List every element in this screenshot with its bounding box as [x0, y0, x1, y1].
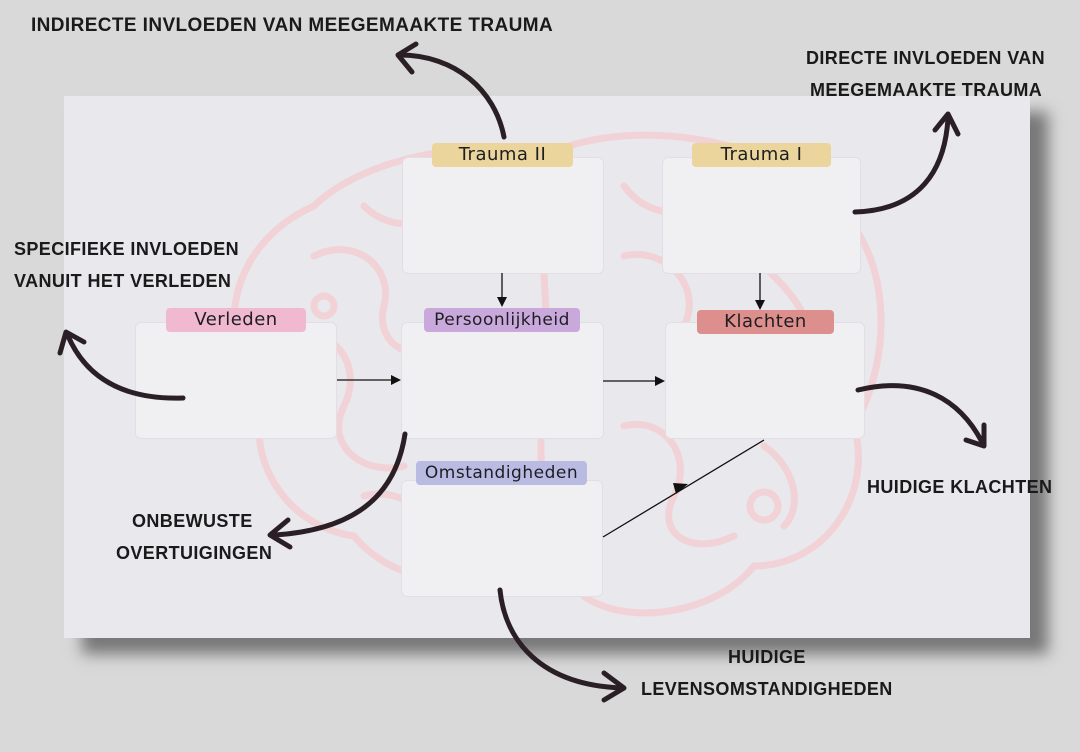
- indirect-arrowhead-icon: [395, 41, 419, 75]
- onbewust-curved-arrow: [272, 431, 408, 538]
- leven-arrowhead-icon: [601, 670, 627, 703]
- specifiek-arrowhead-icon: [57, 329, 87, 356]
- onbewust-arrowhead-icon: [267, 517, 293, 550]
- omstandigheden-to-klachten-arrowhead: [673, 483, 688, 494]
- onbewust-note-line2: OVERTUIGINGEN: [116, 543, 273, 563]
- omstandigheden-label: Omstandigheden: [416, 461, 587, 485]
- klachten-label: Klachten: [697, 310, 834, 334]
- specifiek-note-line1: SPECIFIEKE INVLOEDEN: [14, 239, 240, 259]
- klachten-box: [665, 322, 865, 439]
- direct-curved-arrow: [852, 115, 951, 215]
- omstandigheden-to-klachten-line: [602, 439, 765, 538]
- trauma2-label: Trauma II: [432, 143, 573, 167]
- specifiek-curved-arrow: [65, 333, 186, 401]
- leven-note-line1: HUIDIGE: [728, 647, 806, 667]
- indirect-curved-arrow: [397, 52, 507, 140]
- onbewust-note-line1: ONBEWUSTE: [132, 511, 253, 531]
- klachten-arrowhead-icon: [963, 422, 987, 449]
- leven-curved-arrow: [497, 587, 625, 691]
- verleden-label: Verleden: [166, 308, 306, 332]
- specifiek-note-line2: VANUIT HET VERLEDEN: [14, 271, 232, 291]
- klachten-curved-arrow: [855, 383, 985, 445]
- indirect-note: INDIRECTE INVLOEDEN VAN MEEGEMAAKTE TRAU…: [31, 15, 554, 36]
- direct-note-line2: MEEGEMAAKTE TRAUMA: [810, 80, 1043, 100]
- direct-arrowhead-icon: [932, 111, 961, 137]
- persoonlijkheid-label: Persoonlijkheid: [424, 308, 580, 332]
- direct-note-line1: DIRECTE INVLOEDEN VAN: [806, 48, 1046, 68]
- klachten-note: HUIDIGE KLACHTEN: [867, 477, 1053, 497]
- leven-note-line2: LEVENSOMSTANDIGHEDEN: [641, 679, 893, 699]
- omstandigheden-box: [401, 480, 603, 597]
- trauma1-label: Trauma I: [692, 143, 831, 167]
